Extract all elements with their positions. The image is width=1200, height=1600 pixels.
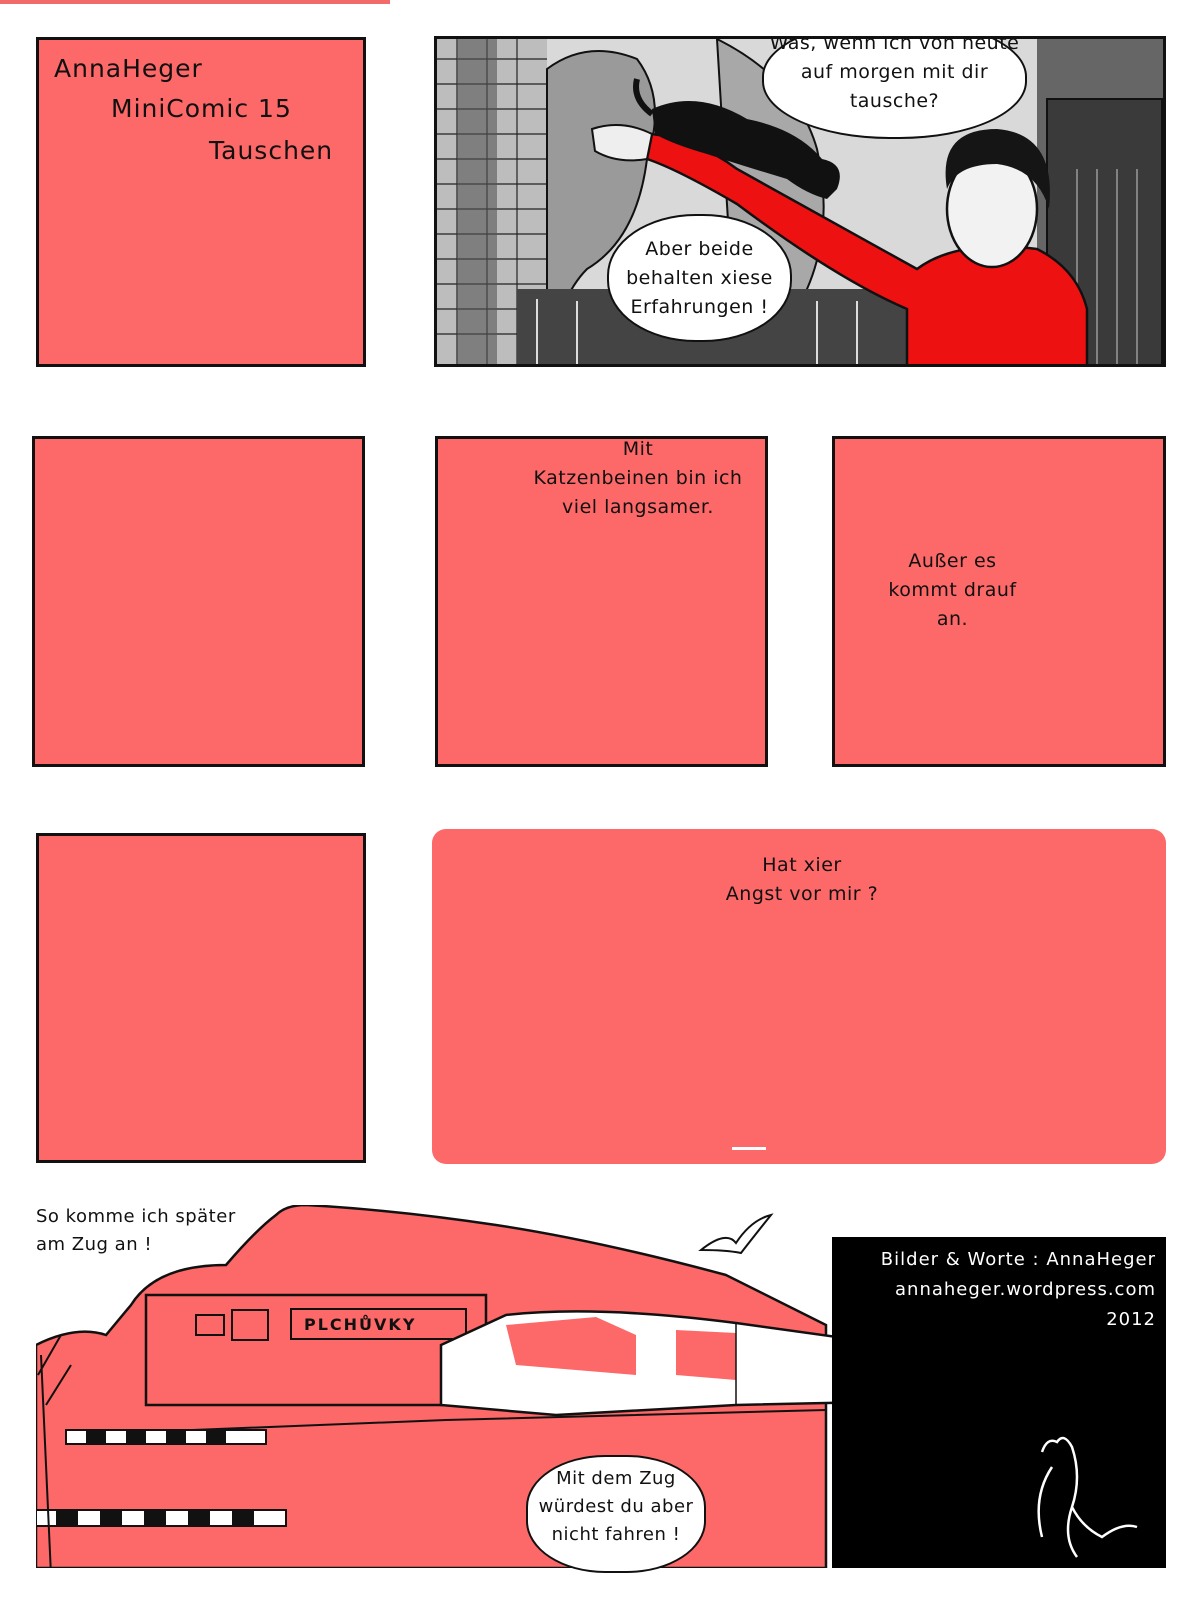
caption-line: Katzenbeinen bin ich <box>533 467 743 489</box>
speech-bubble-train <box>526 1455 706 1573</box>
speech-bubble-experiences <box>607 214 792 342</box>
caption-line: Hat xier <box>762 854 842 876</box>
caption-cat-legs: Mit Katzenbeinen bin ich viel langsamer. <box>498 438 765 522</box>
caption-line: an. <box>936 608 969 630</box>
credit-year: 2012 <box>1106 1309 1156 1330</box>
caption-line: Mit <box>622 438 654 460</box>
panel-train-scene: So komme ich später am Zug an ! PLCHŮVKY… <box>36 1203 1166 1573</box>
caption-line: am Zug an ! <box>36 1234 153 1255</box>
speech-line: würdest du aber <box>538 1496 694 1517</box>
speech-line: auf morgen mit dir <box>800 61 989 83</box>
panel-depends: Außer es kommt drauf an. <box>832 436 1166 767</box>
author-name: AnnaHeger <box>54 54 203 83</box>
panel-cat-handover: Was, wenn ich von heute auf morgen mit d… <box>434 36 1166 367</box>
credit-url: annaheger.wordpress.com <box>895 1279 1156 1300</box>
speech-bubble-question <box>762 39 1027 139</box>
series-title: MiniComic 15 <box>111 94 292 123</box>
caption-line: Außer es <box>908 550 997 572</box>
speech-experiences-text: Aber beide behalten xiese Erfahrungen ! <box>612 235 787 322</box>
credit-line-1: Bilder & Worte : AnnaHeger <box>880 1249 1156 1270</box>
speech-line: Mit dem Zug <box>556 1468 676 1489</box>
panel-empty-3 <box>32 436 365 767</box>
speech-line: nicht fahren ! <box>551 1524 681 1545</box>
caption-line: kommt drauf <box>888 579 1017 601</box>
panel-cat-legs: Mit Katzenbeinen bin ich viel langsamer. <box>435 436 768 767</box>
speech-line: Erfahrungen ! <box>630 296 769 318</box>
comic-title: Tauschen <box>209 136 334 165</box>
panel-afraid: Hat xier Angst vor mir ? <box>432 829 1166 1164</box>
speech-line: Was, wenn ich von heute <box>769 36 1020 54</box>
caption-later: So komme ich später am Zug an ! <box>36 1203 276 1259</box>
white-dash-mark <box>732 1147 766 1150</box>
station-sign: PLCHŮVKY <box>304 1315 417 1334</box>
speech-train-text: Mit dem Zug würdest du aber nicht fahren… <box>531 1465 701 1549</box>
speech-question-text: Was, wenn ich von heute auf morgen mit d… <box>767 36 1022 116</box>
speech-line: behalten xiese <box>626 267 773 289</box>
cat-handover-illustration <box>437 39 1163 364</box>
caption-line: viel langsamer. <box>562 496 714 518</box>
speech-line: tausche? <box>849 90 940 112</box>
white-cat-outline-illustration <box>1037 1436 1138 1558</box>
panel-empty-6 <box>36 833 366 1163</box>
caption-line: So komme ich später <box>36 1206 236 1227</box>
caption-afraid: Hat xier Angst vor mir ? <box>702 851 902 909</box>
speech-line: Aber beide <box>645 238 754 260</box>
caption-depends: Außer es kommt drauf an. <box>885 547 1020 634</box>
top-accent-bar <box>0 0 390 4</box>
caption-line: Angst vor mir ? <box>725 883 879 905</box>
title-panel: AnnaHeger MiniComic 15 Tauschen <box>36 37 366 367</box>
credits-panel: Bilder & Worte : AnnaHeger annaheger.wor… <box>832 1237 1166 1568</box>
